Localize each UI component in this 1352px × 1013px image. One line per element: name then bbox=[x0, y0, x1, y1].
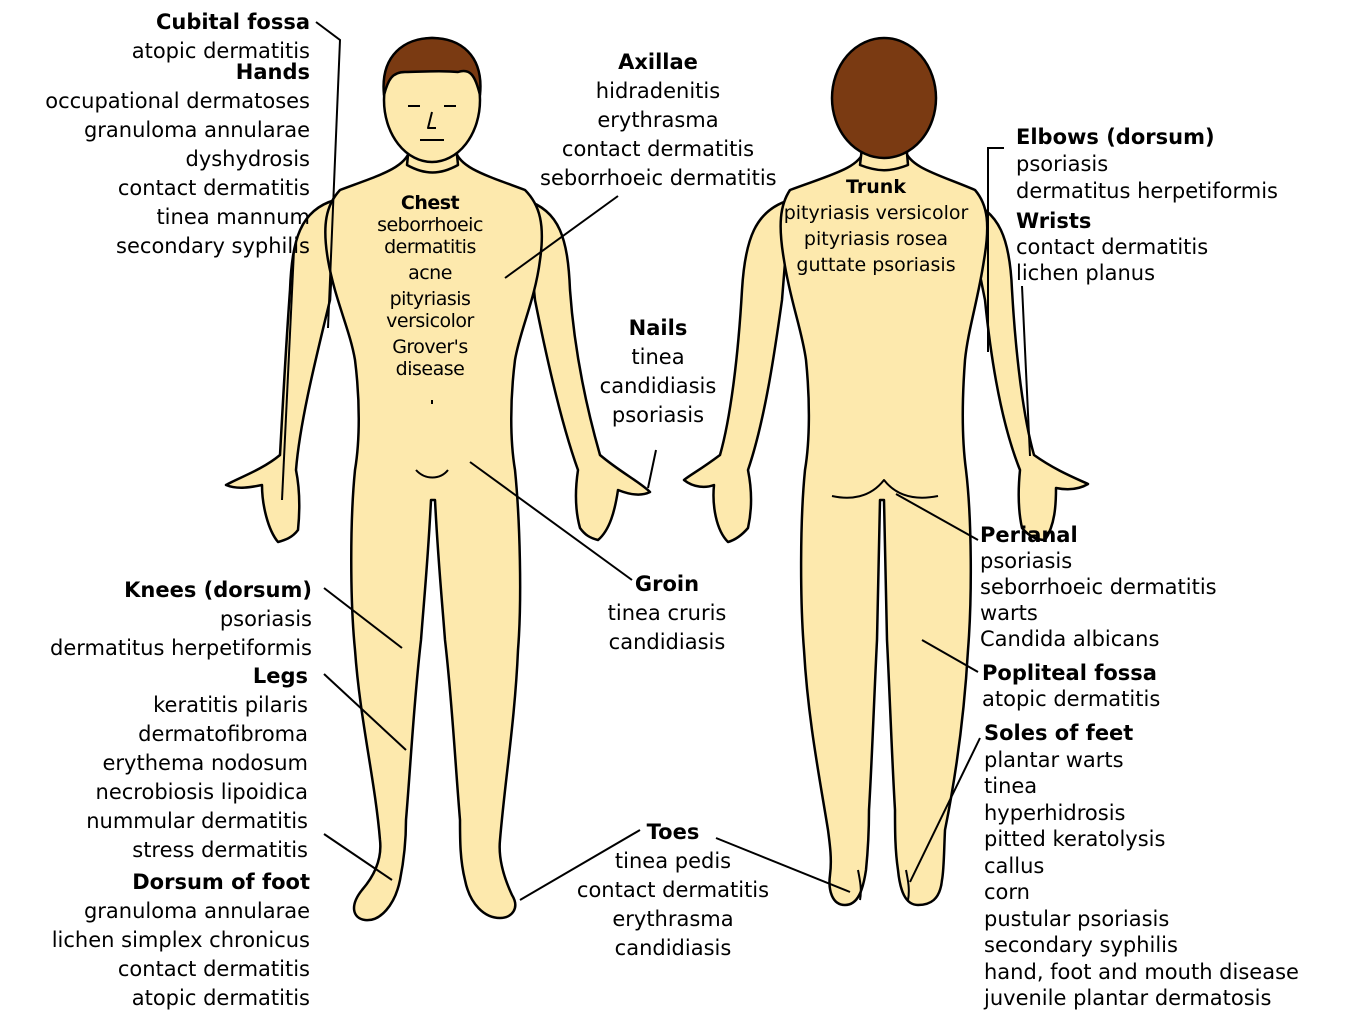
label-knees: Knees (dorsum) psoriasis dermatitus herp… bbox=[50, 576, 312, 663]
label-elbows: Elbows (dorsum) psoriasis dermatitus her… bbox=[1016, 124, 1278, 205]
pointer-nails bbox=[648, 450, 656, 488]
label-chest: Chest seborrhoeic dermatitis acne pityri… bbox=[362, 192, 498, 380]
label-dorsum-foot: Dorsum of foot granuloma annularae liche… bbox=[52, 868, 310, 1013]
label-wrists: Wrists contact dermatitis lichen planus bbox=[1016, 208, 1208, 286]
label-axillae: Axillae hidradenitis erythrasma contact … bbox=[540, 48, 776, 193]
label-nails: Nails tinea candidiasis psoriasis bbox=[590, 314, 726, 430]
label-soles: Soles of feet plantar warts tinea hyperh… bbox=[984, 720, 1299, 1012]
label-toes: Toes tinea pedis contact dermatitis eryt… bbox=[562, 818, 784, 963]
label-legs: Legs keratitis pilaris dermatofibroma er… bbox=[86, 662, 308, 865]
label-trunk: Trunk pityriasis versicolor pityriasis r… bbox=[774, 174, 978, 278]
label-groin: Groin tinea cruris candidiasis bbox=[592, 570, 742, 657]
label-perianal: Perianal psoriasis seborrhoeic dermatiti… bbox=[980, 522, 1217, 652]
label-popliteal: Popliteal fossa atopic dermatitis bbox=[982, 660, 1160, 712]
back-head bbox=[832, 38, 936, 158]
label-hands: Hands occupational dermatoses granuloma … bbox=[45, 58, 310, 261]
